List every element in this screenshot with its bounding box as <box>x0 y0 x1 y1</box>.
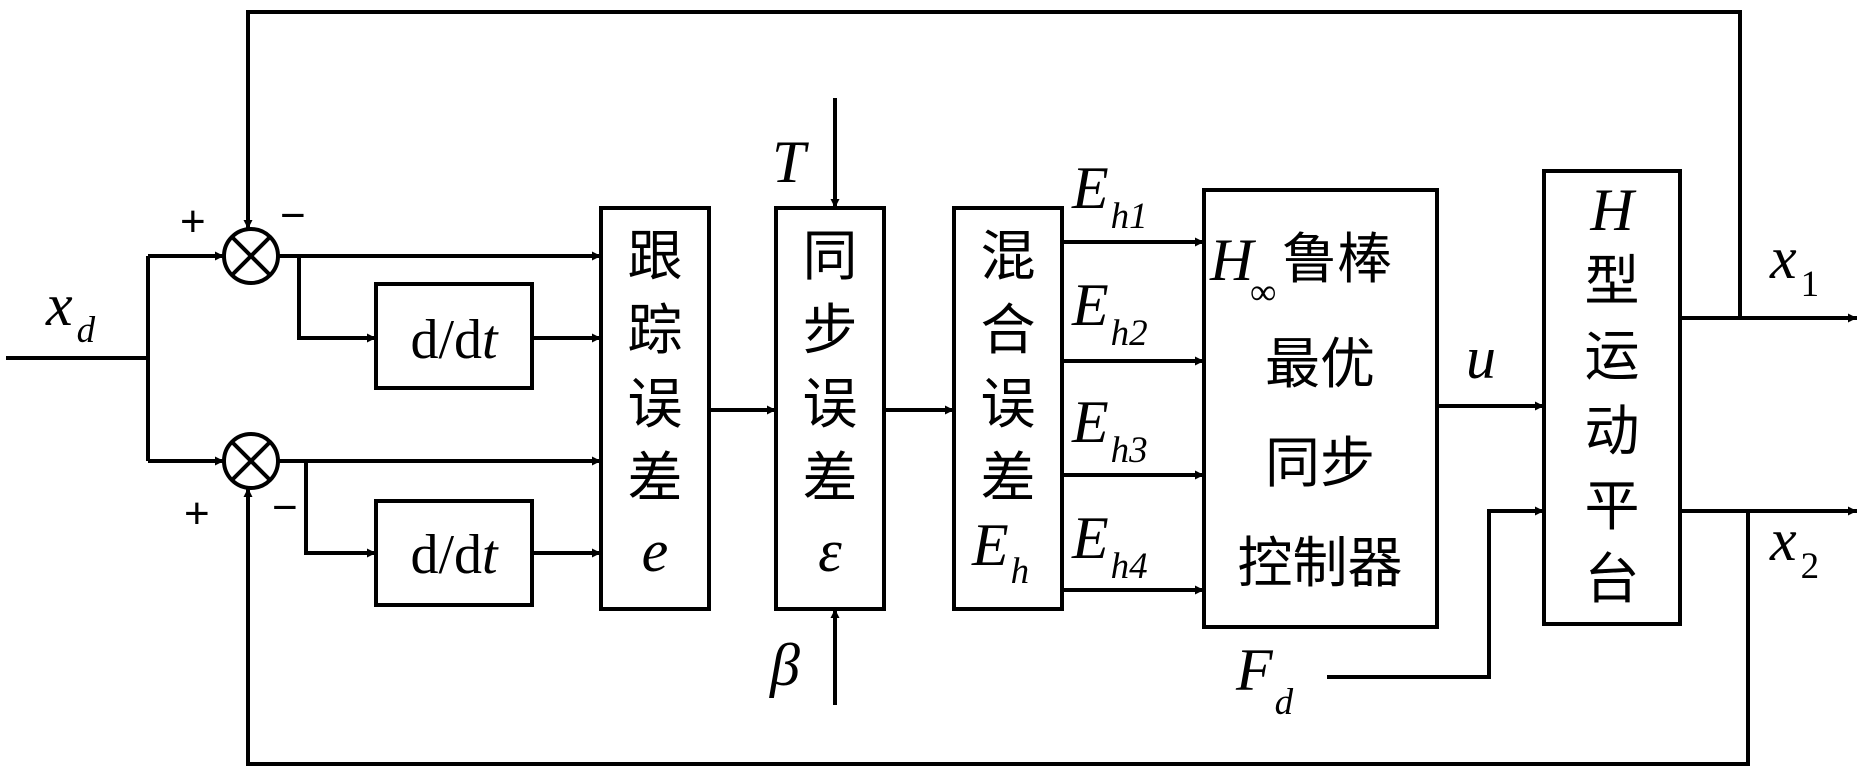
svg-text:误: 误 <box>627 372 682 436</box>
disturbance-label: Fd <box>1235 637 1294 723</box>
svg-text:同: 同 <box>802 224 857 288</box>
svg-text:差: 差 <box>627 446 682 510</box>
svg-text:平: 平 <box>1584 474 1639 538</box>
derivative-1-label: d/dt <box>410 309 499 371</box>
sync-error-text: 同 步 误 差 ε <box>802 224 857 584</box>
derivative-2-label: d/dt <box>410 524 499 586</box>
c2-to-derivative <box>304 461 376 558</box>
controller-block <box>1202 188 1439 629</box>
eh1-label: Eh1 <box>1071 155 1148 237</box>
svg-text:∞: ∞ <box>1250 272 1276 313</box>
svg-text:步: 步 <box>802 298 857 362</box>
svg-text:Eh: Eh <box>971 512 1029 592</box>
svg-text:跟: 跟 <box>627 224 682 288</box>
feedback-x2 <box>243 488 1750 766</box>
comparator-1 <box>222 227 280 285</box>
controller-text: H ∞ 鲁棒 最优 同步 控制器 <box>1209 227 1403 595</box>
svg-text:ε: ε <box>818 518 842 584</box>
svg-text:差: 差 <box>980 446 1035 510</box>
svg-text:动: 动 <box>1584 399 1639 463</box>
comparator-2-minus: − <box>272 483 298 532</box>
comparator-1-minus: − <box>280 191 306 240</box>
svg-text:合: 合 <box>980 298 1035 362</box>
svg-text:误: 误 <box>802 372 857 436</box>
c1-to-derivative <box>297 256 376 343</box>
svg-text:最优: 最优 <box>1265 332 1375 396</box>
svg-text:台: 台 <box>1584 547 1639 611</box>
svg-text:型: 型 <box>1584 249 1639 313</box>
svg-text:运: 运 <box>1584 324 1639 388</box>
tracking-error-text: 跟 踪 误 差 e <box>627 224 682 584</box>
eh4-label: Eh4 <box>1071 505 1148 587</box>
svg-text:e: e <box>642 518 669 584</box>
svg-text:同步: 同步 <box>1265 431 1375 495</box>
eh2-label: Eh2 <box>1071 272 1148 354</box>
svg-text:控制器: 控制器 <box>1237 531 1402 595</box>
t-input-label: T <box>772 129 809 195</box>
control-signal-label: u <box>1466 325 1496 391</box>
svg-text:H: H <box>1589 177 1637 243</box>
platform-text: H 型 运 动 平 台 <box>1584 177 1639 611</box>
svg-text:误: 误 <box>980 372 1035 436</box>
svg-text:踪: 踪 <box>627 298 682 362</box>
eh3-label: Eh3 <box>1071 389 1148 471</box>
svg-text:H: H <box>1209 227 1257 293</box>
feedback-x1 <box>243 10 1742 318</box>
svg-text:差: 差 <box>802 446 857 510</box>
svg-text:鲁棒: 鲁棒 <box>1282 227 1392 291</box>
platform-block <box>1542 169 1682 626</box>
beta-input-label: β <box>769 632 800 698</box>
comparator-1-plus: + <box>180 197 206 246</box>
disturbance-line <box>1327 506 1544 679</box>
svg-text:混: 混 <box>980 224 1035 288</box>
comparator-2 <box>222 432 280 490</box>
comparator-2-plus: + <box>184 489 210 538</box>
hybrid-error-text: 混 合 误 差 Eh <box>971 224 1036 592</box>
